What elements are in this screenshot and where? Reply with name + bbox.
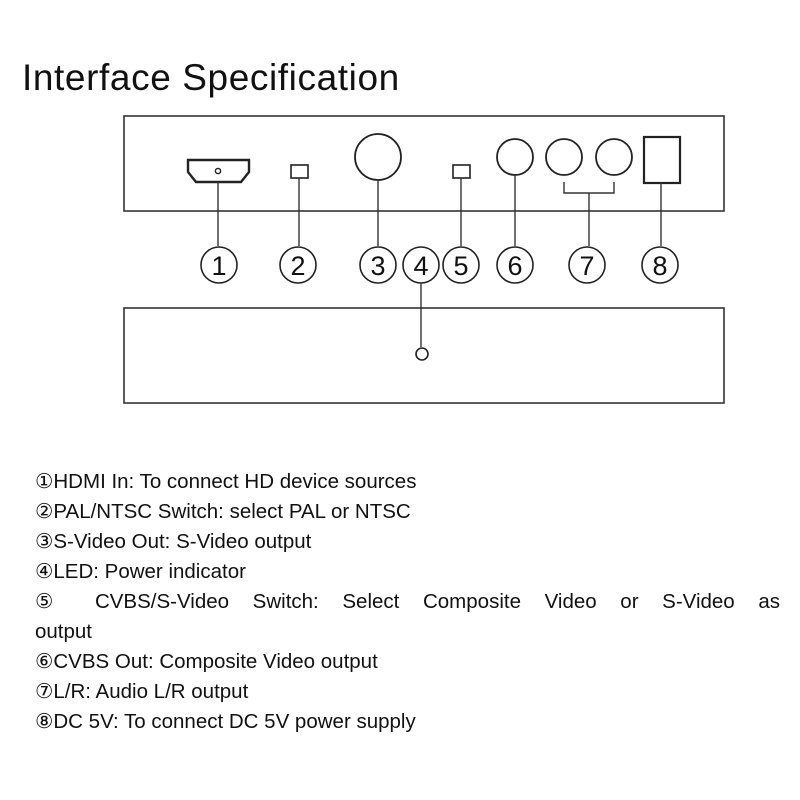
legend-item-cvbs-svideo-switch-line1: ⑤ CVBS/S-Video Switch: Select Composite …: [35, 590, 780, 613]
callout-1: 1: [200, 246, 238, 284]
legend-item-cvbs-svideo-switch-line2: output: [35, 620, 92, 643]
legend-item-cvbs-svideo-switch: ⑤ CVBS/S-Video Switch: Select Composite …: [35, 587, 780, 647]
legend-item-led: ④LED: Power indicator: [35, 560, 246, 583]
rear-panel: [123, 115, 725, 212]
cvbs-svideo-switch-icon: [452, 164, 471, 179]
callout-3-label: 3: [370, 251, 385, 281]
callout-1-label: 1: [211, 251, 226, 281]
callout-7-label: 7: [579, 251, 594, 281]
callout-4: 4: [402, 246, 440, 284]
legend-item-pal-ntsc-switch: ②PAL/NTSC Switch: select PAL or NTSC: [35, 500, 411, 523]
pal-ntsc-switch-icon: [290, 164, 309, 179]
dc-power-jack-icon: [642, 135, 682, 185]
callout-5-label: 5: [453, 251, 468, 281]
callout-7: 7: [568, 246, 606, 284]
callout-6: 6: [496, 246, 534, 284]
hdmi-port-icon: [186, 158, 251, 184]
leader-bracket-7: [563, 182, 615, 246]
interface-diagram: 1 2 3 4 5 6 7 8: [123, 115, 725, 404]
callout-2: 2: [279, 246, 317, 284]
callout-2-label: 2: [290, 251, 305, 281]
callout-8-label: 8: [652, 251, 667, 281]
cvbs-out-port-icon: [496, 138, 534, 176]
callout-6-label: 6: [507, 251, 522, 281]
callout-4-label: 4: [413, 251, 428, 281]
legend-item-dc-5v: ⑧DC 5V: To connect DC 5V power supply: [35, 710, 416, 733]
callout-8: 8: [641, 246, 679, 284]
legend-item-audio-lr: ⑦L/R: Audio L/R output: [35, 680, 249, 703]
page-title: Interface Specification: [22, 57, 400, 98]
audio-right-port-icon: [595, 138, 633, 176]
callout-5: 5: [442, 246, 480, 284]
front-panel: [123, 307, 725, 404]
led-indicator-icon: [415, 347, 429, 361]
s-video-port-icon: [354, 133, 402, 181]
callout-3: 3: [359, 246, 397, 284]
legend-item-s-video-out: ③S-Video Out: S-Video output: [35, 530, 312, 553]
legend-item-cvbs-out: ⑥CVBS Out: Composite Video output: [35, 650, 378, 673]
audio-left-port-icon: [545, 138, 583, 176]
interface-legend: ①HDMI In: To connect HD device sources ②…: [35, 467, 780, 737]
legend-item-hdmi-in: ①HDMI In: To connect HD device sources: [35, 470, 417, 493]
